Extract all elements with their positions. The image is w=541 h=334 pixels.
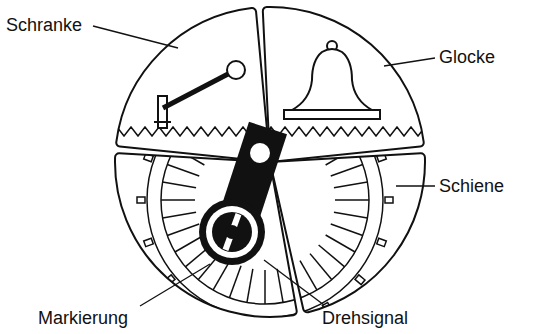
rail-track	[137, 73, 393, 326]
bell-symbol	[284, 41, 380, 119]
part-label: Schiene	[439, 175, 504, 197]
leader-lines	[93, 26, 435, 306]
part-label: Drehsignal	[322, 307, 408, 329]
part-label: Schranke	[6, 14, 82, 36]
part-label: Glocke	[439, 46, 495, 68]
part-label: Markierung	[38, 307, 128, 329]
rotary-signal	[199, 128, 270, 265]
disc-segment	[263, 7, 424, 162]
barrier-symbol	[154, 61, 245, 128]
